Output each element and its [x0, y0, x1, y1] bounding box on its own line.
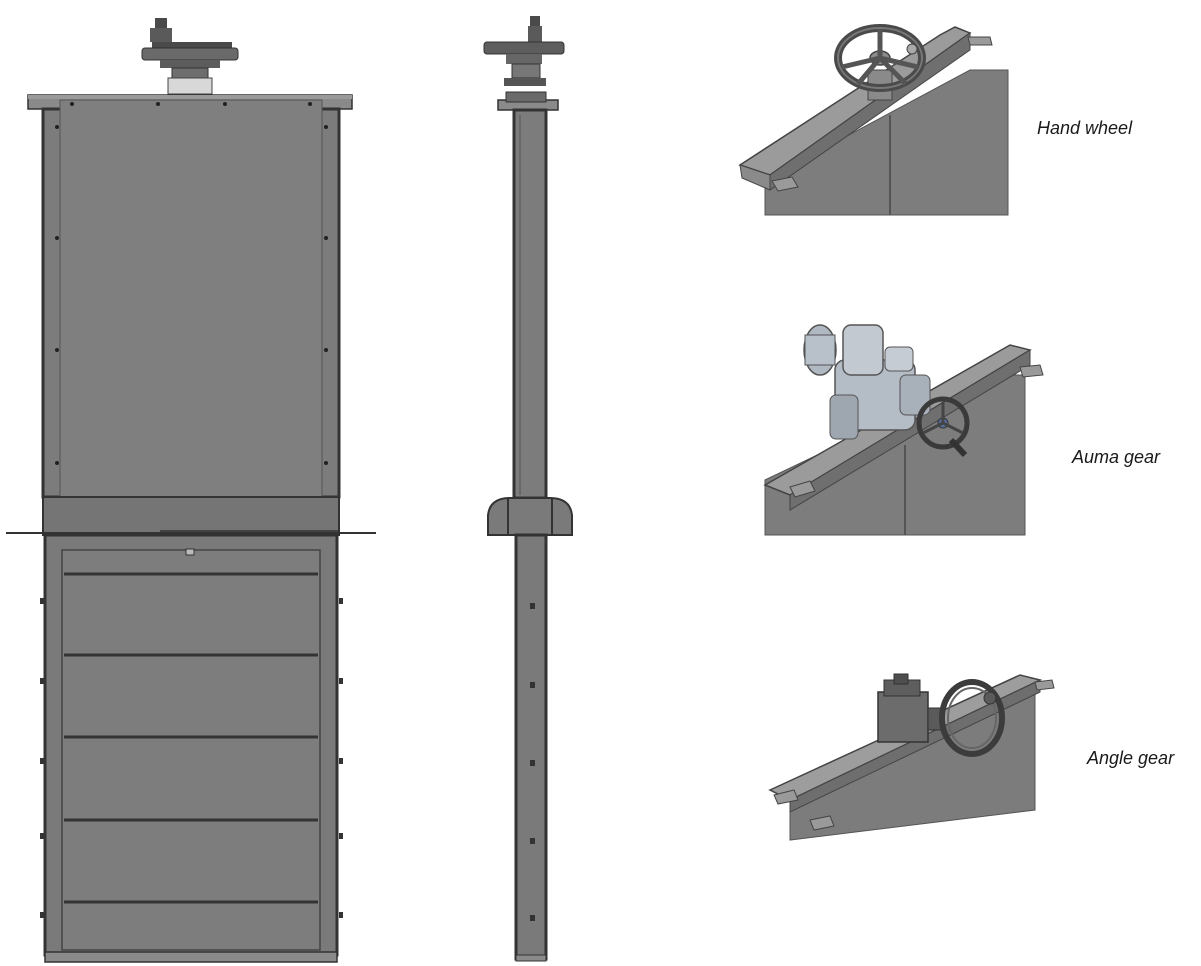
- angle-wheel: [939, 679, 1005, 757]
- side-guide-block: [487, 497, 573, 536]
- hand-wheel: [834, 24, 926, 101]
- side-handwheel: [483, 16, 565, 86]
- auma-handwheel: [916, 396, 970, 458]
- gate-front-view: [6, 18, 376, 963]
- side-upper-column: [512, 108, 548, 500]
- front-ribs: [64, 572, 318, 904]
- front-upper-bolts: [55, 102, 328, 465]
- angle-gear-caption: Angle gear: [1087, 748, 1175, 768]
- auma-gear-detail: [763, 324, 1044, 536]
- angle-gear-detail: [768, 673, 1055, 841]
- angle-gearbox: [877, 673, 945, 743]
- auma-actuator: [803, 324, 931, 440]
- gate-side-view: [483, 16, 573, 962]
- front-middle-band: [42, 496, 340, 536]
- side-lower-column: [514, 533, 548, 961]
- front-lower-bolts: [40, 598, 343, 918]
- auma-gear-caption: Auma gear: [1072, 447, 1161, 467]
- hand-wheel-caption: Hand wheel: [1037, 118, 1133, 138]
- hand-wheel-detail: [738, 24, 1009, 216]
- front-handwheel: [141, 18, 239, 95]
